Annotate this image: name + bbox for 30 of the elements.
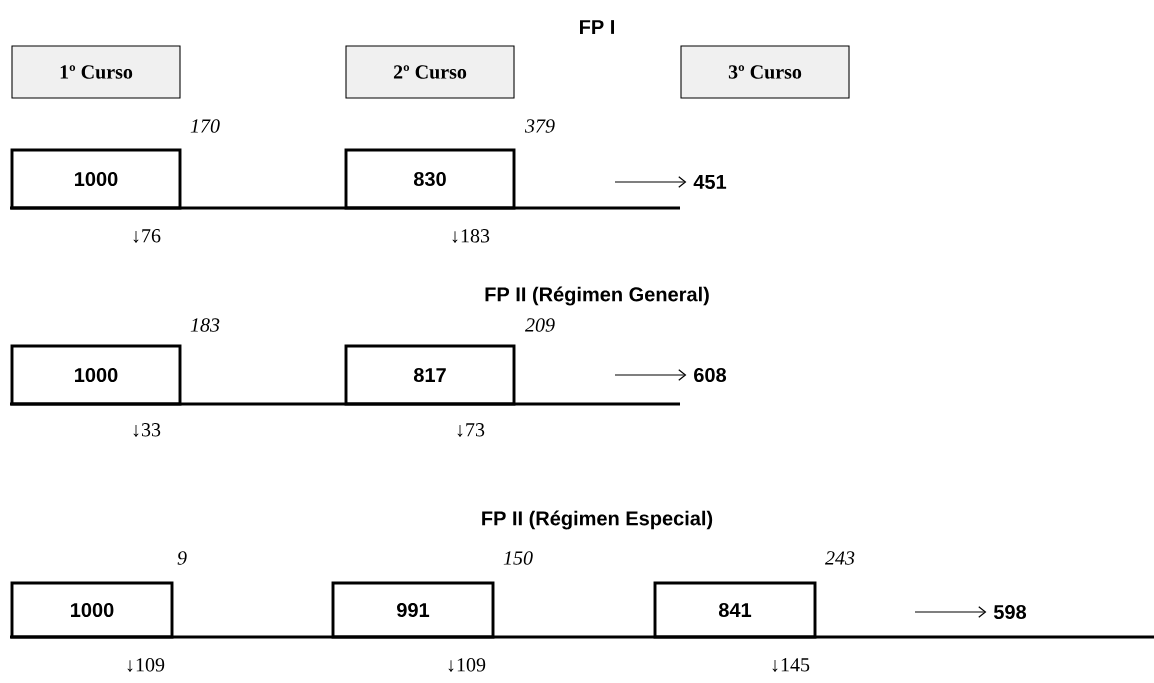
dropout-number: ↓109 xyxy=(127,658,165,672)
result-number: 598 xyxy=(993,604,1027,620)
dropout-number: ↓33 xyxy=(133,423,161,437)
course-box: 2º Curso xyxy=(345,45,515,99)
count-box: 1000 xyxy=(10,581,174,639)
count-box: 1000 xyxy=(10,344,182,406)
dropout-number: ↓76 xyxy=(133,229,161,243)
arrow xyxy=(614,176,687,188)
transfer-number: 170 xyxy=(190,119,220,133)
section-heading: FP I xyxy=(580,20,614,34)
course-box: 1º Curso xyxy=(11,45,181,99)
dropout-number: ↓73 xyxy=(457,423,485,437)
count-box: 841 xyxy=(653,581,817,639)
course-box: 3º Curso xyxy=(680,45,850,99)
count-box: 817 xyxy=(344,344,516,406)
transfer-number: 209 xyxy=(525,318,555,332)
transfer-number: 379 xyxy=(525,119,555,133)
count-box: 830 xyxy=(344,148,516,210)
transfer-number: 183 xyxy=(190,318,220,332)
count-box: 1000 xyxy=(10,148,182,210)
result-number: 451 xyxy=(693,175,727,189)
transfer-number: 150 xyxy=(503,551,533,565)
section-heading: FP II (Régimen Especial) xyxy=(482,510,713,530)
section-heading: FP II (Régimen General) xyxy=(485,286,709,306)
result-number: 608 xyxy=(694,367,727,383)
count-box: 991 xyxy=(331,581,495,639)
transfer-number: 9 xyxy=(177,551,187,565)
arrow xyxy=(614,369,687,381)
transfer-number: 243 xyxy=(825,551,855,565)
arrow xyxy=(914,606,987,618)
